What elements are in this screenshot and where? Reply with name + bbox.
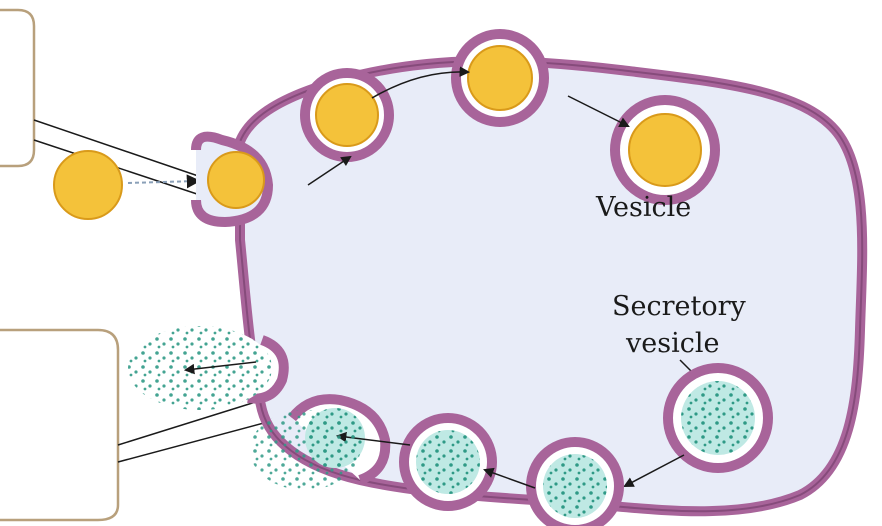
released-secretion-cloud-lower — [250, 410, 360, 490]
vesicle-label: Vesicle — [595, 192, 691, 223]
free-vesicle — [615, 100, 715, 200]
internalized-vesicle — [456, 34, 544, 122]
secretory-label-line1: Secretory — [612, 291, 746, 322]
docking-vesicle — [404, 418, 492, 506]
secretory-vesicle — [668, 368, 768, 468]
secretory-label-line2: vesicle — [625, 328, 719, 359]
extracellular-particle — [54, 151, 122, 219]
budding-vesicle — [305, 73, 389, 157]
transport-vesicle-bottom — [531, 442, 619, 526]
